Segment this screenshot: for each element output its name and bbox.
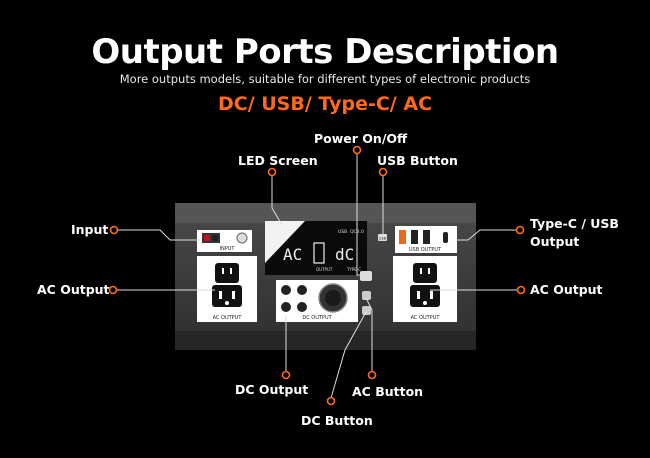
ac-outlet-left-bottom[interactable] [212, 285, 242, 307]
ac-output-left-label: AC OUTPUT [213, 315, 243, 321]
ac-outlet-right-top[interactable] [413, 263, 437, 283]
ac-slot [219, 291, 222, 299]
port-types-heading: DC/ USB/ Type-C/ AC [217, 93, 433, 115]
power-station-front-panel: INPUT AC OUTPUT AC dC USB QC3.0 OUTPUT T… [175, 203, 476, 350]
page-subtitle: More outputs models, suitable for differ… [119, 72, 531, 86]
label-input: Input [71, 222, 109, 237]
label-power-on-off: Power On/Off [314, 131, 408, 146]
usb-port[interactable] [411, 230, 418, 244]
device-bottom-band [175, 331, 476, 350]
input-port-red [204, 235, 210, 241]
dot-power [352, 145, 362, 155]
dot-usb-button [378, 167, 388, 177]
input-panel-label: INPUT [220, 246, 236, 252]
label-typec-usb-output: Type-C / USB Output [530, 215, 619, 251]
leader-dc-button [330, 311, 367, 399]
label-dc-button: DC Button [301, 413, 373, 428]
dc-output-label: DC OUTPUT [302, 315, 332, 321]
lcd-battery [313, 242, 325, 264]
dot-input [109, 225, 119, 235]
dc-port[interactable] [297, 285, 307, 295]
car-charger-socket [325, 290, 341, 306]
label-ac-output-right: AC Output [530, 282, 603, 297]
ac-ground [423, 301, 427, 305]
dc-port[interactable] [281, 285, 291, 295]
ac-output-right-label: AC OUTPUT [411, 315, 441, 321]
label-ac-button: AC Button [352, 384, 424, 399]
input-port-black [212, 235, 218, 241]
usb-port-qc[interactable] [399, 230, 406, 244]
lcd-typec: TYPE-C [346, 267, 361, 272]
usb-output-label: USB OUTPUT [409, 247, 442, 253]
lcd-dc-text: dC [335, 245, 354, 264]
usb-button-label: USB [379, 237, 387, 241]
usb-button[interactable] [378, 234, 387, 241]
label-dc-output: DC Output [235, 382, 309, 397]
leader-power [356, 150, 366, 276]
ac-outlet-left-top[interactable] [215, 263, 239, 283]
dc-port[interactable] [297, 302, 307, 312]
label-ac-output-left: AC Output [37, 282, 110, 297]
label-typec-usb-line1: Type-C / USB [530, 216, 619, 231]
ac-slot [430, 291, 433, 299]
led-screen-glare [265, 221, 305, 263]
input-fuse[interactable] [236, 232, 248, 244]
power-button[interactable] [360, 271, 372, 281]
leader-input [117, 229, 200, 241]
dc-button[interactable] [362, 306, 371, 315]
dot-typec [515, 225, 525, 235]
dc-port[interactable] [281, 302, 291, 312]
lcd-output: OUTPUT [316, 267, 333, 272]
ac-slot [222, 268, 224, 274]
lcd-usb: USB [338, 229, 347, 235]
ac-button[interactable] [362, 291, 371, 300]
device-top-band [175, 203, 476, 223]
dot-dc-button [326, 396, 336, 406]
dot-led-screen [267, 167, 277, 177]
label-typec-usb-line2: Output [530, 234, 580, 249]
page-title: Output Ports Description [91, 32, 559, 72]
dot-ac-button [367, 370, 377, 380]
ac-slot [428, 268, 430, 274]
ac-slot [420, 268, 422, 274]
ac-slot [232, 291, 235, 299]
dot-ac-left [108, 285, 118, 295]
label-led-screen: LED Screen [238, 153, 318, 168]
usb-port[interactable] [423, 230, 430, 244]
type-c-port[interactable] [443, 232, 448, 243]
leader-ac-button [365, 297, 373, 372]
leader-typec [455, 229, 517, 241]
ac-slot [230, 268, 232, 274]
lcd-ac-text: AC [283, 245, 302, 264]
ac-ground [225, 301, 229, 305]
input-port[interactable] [202, 233, 220, 243]
dot-dc-output [281, 370, 291, 380]
dot-ac-right [516, 285, 526, 295]
label-usb-button: USB Button [377, 153, 458, 168]
ac-slot [417, 291, 420, 299]
leader-led-screen [271, 172, 283, 226]
